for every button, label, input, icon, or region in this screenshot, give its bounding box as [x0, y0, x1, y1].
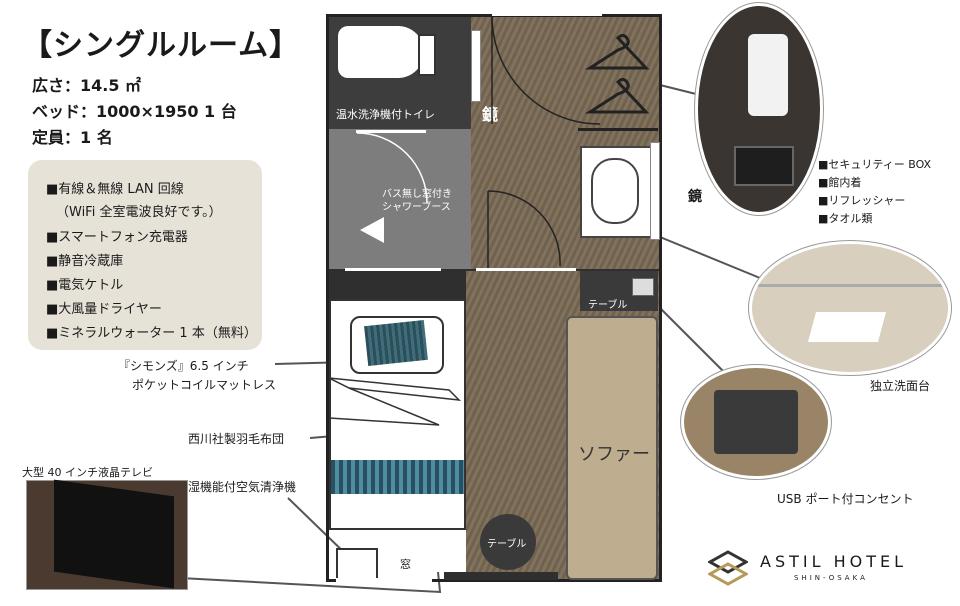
round-table-label: テーブル: [487, 539, 527, 550]
shower-door-swing: [356, 132, 428, 204]
brand-name: ASTIL HOTEL: [760, 552, 908, 571]
shower-head-icon: [360, 217, 384, 243]
air-purifier: [336, 548, 378, 582]
area-spec: 広さ：14.5 ㎡: [32, 76, 142, 95]
bed-spec: ベッド：1000×1950 1 台: [32, 102, 237, 121]
sofa-label: ソファー: [578, 444, 650, 465]
mirror-right-label: 鏡: [688, 189, 702, 205]
toilet-label: 温水洗浄機付トイレ: [336, 108, 435, 121]
amenity-item: ■静音冷蔵庫: [46, 254, 124, 269]
window: [336, 578, 432, 583]
round-table: [480, 514, 536, 570]
amenity-item: ■有線＆無線 LAN 回線: [46, 182, 184, 197]
page-title: 【シングルルーム】: [22, 28, 301, 63]
shower-door-top: [356, 130, 426, 133]
capacity-spec: 定員：1 名: [32, 128, 113, 147]
divider-door-left: [345, 268, 441, 271]
closet-item: ■館内着: [818, 176, 862, 189]
mirror-left: [471, 30, 481, 102]
outlet-photo: [684, 368, 828, 476]
futon-callout: 西川社製羽毛布団: [188, 432, 285, 446]
hotel-logo-icon: [708, 550, 748, 586]
closet-item: ■リフレッシャー: [818, 194, 906, 207]
vanity-photo: [752, 244, 948, 372]
mattress-callout-1: 『シモンズ』6.5 インチ: [118, 359, 249, 373]
amenity-item: ■電気ケトル: [46, 278, 124, 293]
amenity-item: ■ミネラルウォーター 1 本（無料）: [46, 326, 257, 341]
toilet-tank-icon: [418, 34, 436, 76]
shower-booth: [329, 129, 471, 269]
shelf-line: [752, 284, 948, 287]
outlet-callout: USB ポート付コンセント: [777, 492, 914, 506]
tv-callout: 大型 40 インチ液晶テレビ: [22, 466, 153, 479]
tv-screen-icon: [54, 479, 174, 589]
pillow-pattern: [364, 319, 428, 367]
safe-icon: [734, 146, 794, 186]
amenity-item: ■スマートフォン充電器: [46, 230, 188, 245]
sink-photo-icon: [807, 312, 887, 342]
closet-photo: [698, 6, 820, 212]
outlet-icon: [632, 278, 654, 296]
closet-item: ■セキュリティー BOX: [818, 158, 932, 171]
top-table-label: テーブル: [588, 300, 628, 311]
duvet-fold: [329, 377, 462, 426]
sink-bowl: [591, 158, 639, 224]
mirror-right: [650, 142, 660, 240]
purifier-callout: 加湿機能付空気清浄機: [176, 480, 297, 494]
mirror-left-label: 鏡: [482, 105, 499, 124]
divider-door-right: [476, 268, 576, 271]
amenity-panel: [28, 160, 262, 350]
tv-stand: [444, 572, 558, 580]
brand-sub: SHIN-OSAKA: [794, 574, 868, 582]
mattress-callout-2: ポケットコイルマットレス: [132, 378, 277, 392]
outlet-plate-icon: [714, 390, 798, 454]
closet-rail: [578, 128, 658, 131]
robe-icon: [748, 34, 788, 116]
vanity-callout: 独立洗面台: [870, 379, 931, 393]
amenity-item: （WiFi 全室電波良好です。）: [56, 205, 222, 220]
shower-label: バス無し窓付き シャワーブース: [382, 189, 452, 213]
hanger-icon: [584, 33, 650, 114]
closet-item: ■タオル類: [818, 212, 873, 225]
bed-runner: [331, 460, 464, 494]
amenity-item: ■大風量ドライヤー: [46, 302, 162, 317]
door-swings: [487, 16, 601, 268]
entry-door: [492, 11, 602, 16]
window-label: 窓: [400, 558, 411, 571]
toilet-icon: [338, 26, 424, 78]
sofa: [566, 316, 658, 580]
